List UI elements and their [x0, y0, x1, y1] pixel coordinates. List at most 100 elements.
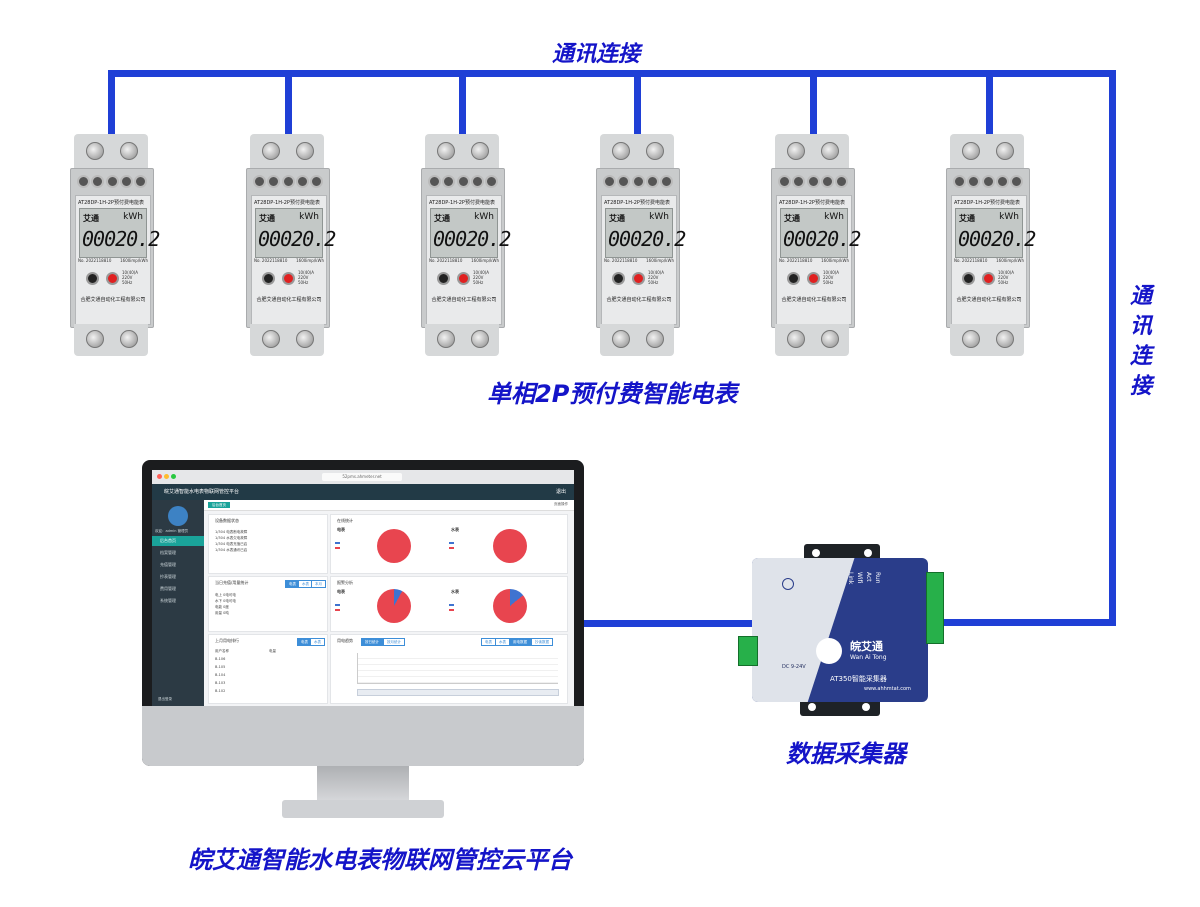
tab-home[interactable]: 后台首页 [208, 502, 230, 508]
collector-model: AT350智能采集器 [830, 675, 887, 683]
trend-daily-button[interactable]: 按日统计 [361, 638, 383, 646]
meter-caption: 单相2P预付费智能电表 [487, 380, 738, 408]
indicator-led-icon [282, 272, 295, 285]
trend-reading-button[interactable]: 抄读数据 [531, 638, 553, 646]
minimize-dot-icon[interactable] [164, 474, 169, 479]
pie-legend [335, 541, 341, 551]
comm-char: 连 [1130, 344, 1153, 369]
recharge-month-button[interactable]: 本月 [311, 580, 326, 588]
screw-icon [612, 142, 630, 160]
meter-reading: 00020.2 [258, 227, 336, 251]
browser-bar: 52pms.ahmeter.net [152, 470, 574, 484]
indicator-led-icon [787, 272, 800, 285]
meter-info: No. 2022118810 1600imp/kWh [254, 258, 324, 264]
status-line: 1/304 水表欠电故障 [215, 536, 248, 540]
screw-icon [821, 142, 839, 160]
close-dot-icon[interactable] [157, 474, 162, 479]
meter-maker: 合肥艾通自动化工程有限公司 [956, 297, 1022, 303]
screw-icon [821, 330, 839, 348]
meter-body: AT28DP-1H-2P预付费电能表 艾通 kWh 00020.2 No. 20… [246, 168, 336, 328]
drop-wire-6 [986, 70, 993, 138]
pie-chart-water [493, 529, 527, 563]
meter-body: AT28DP-1H-2P预付费电能表 艾通 kWh 00020.2 No. 20… [771, 168, 861, 328]
meter-indicators: 10(40)A 220V 50Hz [783, 270, 843, 285]
bus-wire-top [108, 70, 1116, 77]
panel-trend: 用电趋势 按日统计 按月统计 电表 水表 用电数据 抄读数据 [330, 634, 568, 704]
meter-unit: kWh [299, 212, 319, 222]
panel-title: 在线统计 [337, 518, 353, 523]
meter-terminal-row [253, 175, 323, 189]
trend-water-button[interactable]: 水表 [495, 638, 510, 646]
indicator-led-icon [262, 272, 275, 285]
meter-info: No. 2022118810 1600imp/kWh [604, 258, 674, 264]
meter-model: AT28DP-1H-2P预付费电能表 [604, 200, 670, 206]
collector-website: www.ahhmtat.com [864, 686, 911, 692]
screw-icon [471, 330, 489, 348]
mount-flange-top [804, 544, 880, 562]
trend-usage-button[interactable]: 用电数据 [509, 638, 531, 646]
collector-power: DC 9-24V [782, 664, 806, 670]
comm-label-right: 通 讯 连 接 [1130, 282, 1158, 402]
panel-title: 设备数据状态 [215, 518, 239, 523]
sidebar-item-reading[interactable]: 抄表管理 [160, 574, 176, 579]
ranking-water-button[interactable]: 水表 [310, 638, 325, 646]
bus-wire-collector [938, 619, 1116, 626]
logout-link[interactable]: 退出登录 [158, 697, 172, 701]
meter-spec-imp: 1600imp/kWh [646, 258, 674, 263]
screw-icon [120, 330, 138, 348]
indicator-led-icon [437, 272, 450, 285]
monitor-base [282, 800, 444, 818]
trend-electric-button[interactable]: 电表 [481, 638, 496, 646]
trend-monthly-button[interactable]: 按月统计 [383, 638, 405, 646]
meter-indicators: 10(40)A 220V 50Hz [608, 270, 668, 285]
indicator-led-icon [962, 272, 975, 285]
meter-reading: 00020.2 [958, 227, 1036, 251]
screw-icon [962, 330, 980, 348]
collector-caption: 数据采集器 [786, 740, 906, 768]
exit-button[interactable]: 退出 [555, 489, 566, 495]
meter-unit: kWh [824, 212, 844, 222]
meter-terminal-row [603, 175, 673, 189]
meter-face: AT28DP-1H-2P预付费电能表 艾通 kWh 00020.2 No. 20… [951, 195, 1036, 325]
meter-spec-current: 10(40)A [473, 270, 490, 275]
panel-title: 用电趋势 [337, 638, 353, 643]
address-bar[interactable]: 52pms.ahmeter.net [322, 473, 402, 481]
meter-indicators: 10(40)A 220V 50Hz [258, 270, 318, 285]
meter-serial: No. 2022118810 [254, 258, 288, 263]
sidebar-item-home[interactable]: 后台首页 [152, 536, 204, 546]
meter-serial: No. 2022118810 [954, 258, 988, 263]
meter-lcd: 艾通 kWh 00020.2 [430, 208, 511, 258]
sidebar-item-fees[interactable]: 费用管理 [160, 586, 176, 591]
meter-indicators: 10(40)A 220V 50Hz [433, 270, 493, 285]
meter-unit: kWh [999, 212, 1019, 222]
recharge-line: 水下 0电可电 [215, 599, 236, 603]
comm-char: 通 [1130, 284, 1153, 309]
meter-maker: 合肥艾通自动化工程有限公司 [781, 297, 847, 303]
meter-terminal-row [953, 175, 1023, 189]
bus-wire-monitor [584, 620, 754, 627]
meter-lcd: 艾通 kWh 00020.2 [780, 208, 861, 258]
trend-scrollbar[interactable] [357, 689, 559, 696]
meter-terminal-row [77, 175, 147, 189]
meter-info: No. 2022118810 1600imp/kWh [954, 258, 1024, 264]
zoom-dot-icon[interactable] [171, 474, 176, 479]
meter-face: AT28DP-1H-2P预付费电能表 艾通 kWh 00020.2 No. 20… [251, 195, 336, 325]
pie-legend [335, 603, 341, 613]
smart-meter: AT28DP-1H-2P预付费电能表 艾通 kWh 00020.2 No. 20… [946, 134, 1036, 356]
screw-icon [437, 330, 455, 348]
drop-wire-1 [108, 70, 115, 138]
panel-device-status: 设备数据状态 1/304 电表断电故障 1/304 水表欠电故障 1/304 电… [208, 514, 328, 574]
sidebar-item-system[interactable]: 系统管理 [160, 598, 176, 603]
meter-body: AT28DP-1H-2P预付费电能表 艾通 kWh 00020.2 No. 20… [70, 168, 160, 328]
panel-title: 报警分析 [337, 580, 353, 585]
meter-brand: 艾通 [784, 214, 800, 223]
page-actions[interactable]: 页面操作 [554, 502, 568, 506]
meter-maker: 合肥艾通自动化工程有限公司 [431, 297, 497, 303]
meter-face: AT28DP-1H-2P预付费电能表 艾通 kWh 00020.2 No. 20… [776, 195, 861, 325]
meter-spec-voltage: 220V 50Hz [473, 275, 484, 285]
meter-unit: kWh [123, 212, 143, 222]
sidebar-item-recharge[interactable]: 充值管理 [160, 562, 176, 567]
collector-brand: 皖艾通 [850, 640, 883, 653]
sidebar-item-archive[interactable]: 档案管理 [160, 550, 176, 555]
screw-icon [437, 142, 455, 160]
